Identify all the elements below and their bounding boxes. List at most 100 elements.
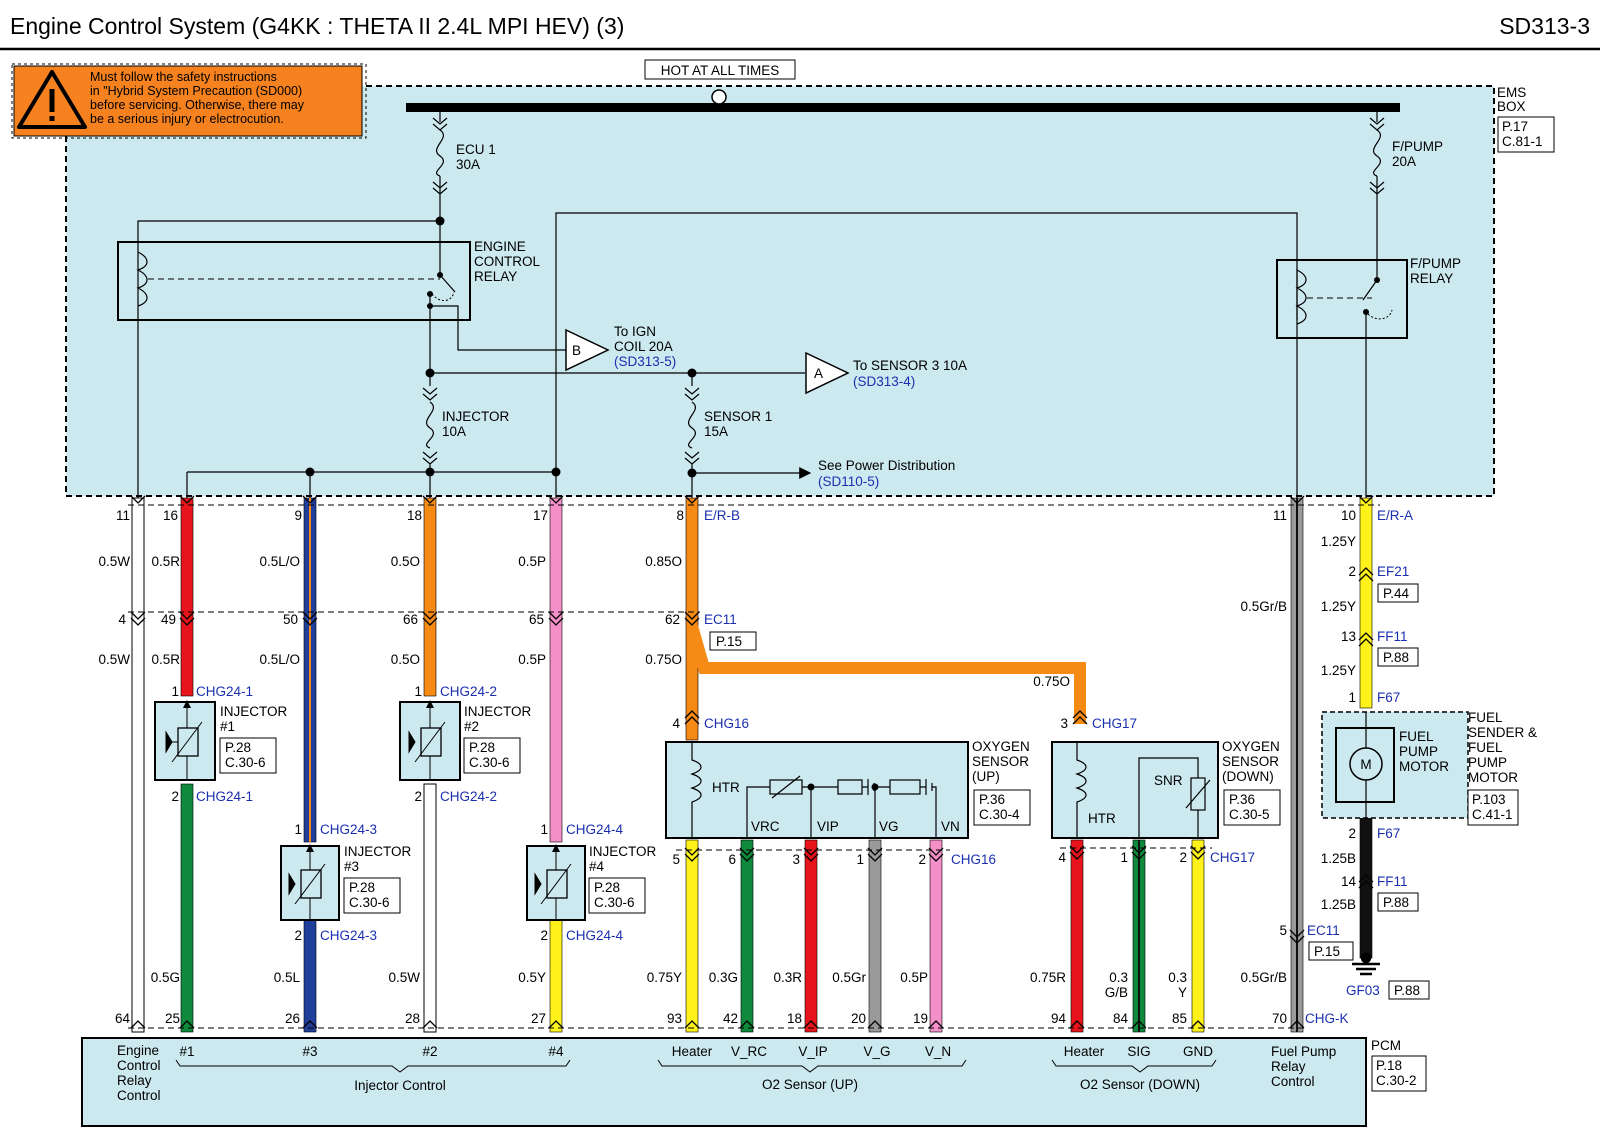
- wire-color: 0.5R: [151, 652, 180, 667]
- sensor1-fuse-rating: 15A: [704, 424, 728, 439]
- wire-color: 0.3R: [773, 970, 802, 985]
- wire-color: G/B: [1105, 985, 1128, 1000]
- warning-line-3: before servicing. Otherwise, there may: [90, 98, 305, 112]
- wire-color: 0.5Y: [518, 970, 546, 985]
- ref-b-link[interactable]: (SD313-5): [614, 354, 676, 369]
- safety-warning: Must follow the safety instructions in "…: [11, 63, 367, 139]
- pin-label: 9: [294, 508, 302, 523]
- pin-label: 1: [1120, 850, 1128, 865]
- injector-4-ref: P.28: [594, 880, 620, 895]
- wire-color: 0.5O: [391, 652, 420, 667]
- ref-b-text-2: COIL 20A: [614, 339, 673, 354]
- injector-3-num: #3: [344, 859, 359, 874]
- wire-color: 0.5G: [151, 970, 180, 985]
- wire-color: 0.5L/O: [259, 652, 300, 667]
- pcm-o2up-vg: V_G: [863, 1044, 890, 1059]
- pin-label: 4: [118, 612, 126, 627]
- reference-a: A To SENSOR 3 10A (SD313-4): [805, 351, 967, 395]
- pin-label: 10: [1341, 508, 1356, 523]
- connector-lines: [128, 504, 1380, 1029]
- pump-name-4: PUMP: [1468, 755, 1507, 770]
- connector-ec11: EC11: [704, 612, 737, 627]
- pcm-pin: 85: [1172, 1011, 1187, 1026]
- wire-color: 0.5W: [98, 554, 130, 569]
- connector-ec11-2: EC11: [1307, 923, 1340, 938]
- ecu1-fuse-rating: 30A: [456, 157, 480, 172]
- pin-label: 2: [414, 789, 422, 804]
- ref-b-text: To IGN: [614, 324, 656, 339]
- wire-color: 0.5W: [98, 652, 130, 667]
- pcm-o2up-group: O2 Sensor (UP): [762, 1077, 858, 1092]
- pin-label: 50: [283, 612, 298, 627]
- pcm-pin: 27: [531, 1011, 546, 1026]
- pcm-pin: 93: [667, 1011, 682, 1026]
- injector-1-ref-2: C.30-6: [225, 755, 266, 770]
- pin-label: 5: [1279, 923, 1287, 938]
- wire-color: 0.5P: [900, 970, 928, 985]
- o2dn-ref-2: C.30-5: [1229, 807, 1270, 822]
- o2dn-name-2: SENSOR: [1222, 754, 1279, 769]
- wire-color: 0.85O: [645, 554, 682, 569]
- pin-label: 16: [163, 508, 178, 523]
- pcm-inj-1: #1: [179, 1044, 194, 1059]
- fpump-fuse-rating: 20A: [1392, 154, 1416, 169]
- ff11-ref-2: P.88: [1383, 895, 1409, 910]
- ec11-ref-2: P.15: [1314, 944, 1340, 959]
- fuse-labels: ECU 1 30A F/PUMP 20A INJECTOR 10A SENSOR…: [442, 139, 1443, 439]
- pin-label: 1: [1348, 690, 1356, 705]
- pcm-pin: 19: [913, 1011, 928, 1026]
- o2up-name-3: (UP): [972, 769, 1000, 784]
- connector-chg17-2: CHG17: [1210, 850, 1255, 865]
- ef21-ref: P.44: [1383, 586, 1410, 601]
- pump-inner-3: MOTOR: [1399, 759, 1449, 774]
- wire-color: Y: [1178, 985, 1187, 1000]
- injector-2-ref-2: C.30-6: [469, 755, 510, 770]
- ems-name-2: BOX: [1497, 99, 1526, 114]
- o2up-vg: VG: [879, 819, 899, 834]
- pin-label: 62: [665, 612, 680, 627]
- pcm-ref-2: C.30-2: [1376, 1073, 1417, 1088]
- wire-color: 0.75Y: [647, 970, 682, 985]
- pcm-inj-group: Injector Control: [354, 1078, 446, 1093]
- o2dn-snr: SNR: [1154, 773, 1183, 788]
- o2up-vn: VN: [941, 819, 960, 834]
- pump-ref: P.103: [1472, 792, 1506, 807]
- warning-line-2: in "Hybrid System Precaution (SD000): [90, 84, 302, 98]
- ec11-ref: P.15: [716, 634, 742, 649]
- ems-nodes: [305, 216, 1380, 478]
- injector-3: INJECTOR #3 P.28 C.30-6 1 CHG24-3 2 CHG2…: [280, 822, 412, 943]
- o2dn-htr: HTR: [1088, 811, 1116, 826]
- power-dist-link[interactable]: (SD110-5): [818, 474, 879, 489]
- power-dist-text: See Power Distribution: [818, 458, 955, 473]
- engine-relay-label-3: RELAY: [474, 269, 517, 284]
- bottom-wire-colors: 0.5G 0.5L 0.5W 0.5Y 0.75Y 0.3G 0.3R 0.5G…: [151, 970, 1287, 1000]
- pcm-name: PCM: [1371, 1038, 1401, 1053]
- pcm-module: PCM P.18 C.30-2 Engine Control Relay Con…: [81, 1037, 1427, 1127]
- o2up-name: OXYGEN: [972, 739, 1030, 754]
- connector-er-b: E/R-B: [704, 508, 740, 523]
- pcm-pin: 64: [115, 1011, 131, 1026]
- injector-2: INJECTOR #2 P.28 C.30-6 1 CHG24-2 2 CHG2…: [399, 684, 532, 804]
- connector-chg24-4b: CHG24-4: [566, 928, 624, 943]
- pin-label: 18: [407, 508, 422, 523]
- wire-chevrons: [130, 495, 1374, 1029]
- wire-color: 0.5O: [391, 554, 420, 569]
- pin-label: 2: [171, 789, 179, 804]
- injector-2-ref: P.28: [469, 740, 495, 755]
- gf03-ref: P.88: [1394, 983, 1420, 998]
- connector-chg24-4: CHG24-4: [566, 822, 624, 837]
- pcm-o2up-heater: Heater: [672, 1044, 713, 1059]
- pcm-o2up-vip: V_IP: [798, 1044, 827, 1059]
- pcm-fp-2: Relay: [1271, 1059, 1306, 1074]
- wire-color: 0.3: [1109, 970, 1128, 985]
- ff11-ref: P.88: [1383, 650, 1409, 665]
- pin-label: 5: [672, 852, 680, 867]
- o2up-htr: HTR: [712, 780, 740, 795]
- connector-chg24-3b: CHG24-3: [320, 928, 377, 943]
- wire-white: [131, 497, 145, 1033]
- pin-label: 3: [1060, 716, 1068, 731]
- pin-label: 49: [161, 612, 176, 627]
- wire-color: 0.75O: [1033, 674, 1070, 689]
- pcm-o2up-vrc: V_RC: [731, 1044, 767, 1059]
- ref-a-link[interactable]: (SD313-4): [853, 374, 915, 389]
